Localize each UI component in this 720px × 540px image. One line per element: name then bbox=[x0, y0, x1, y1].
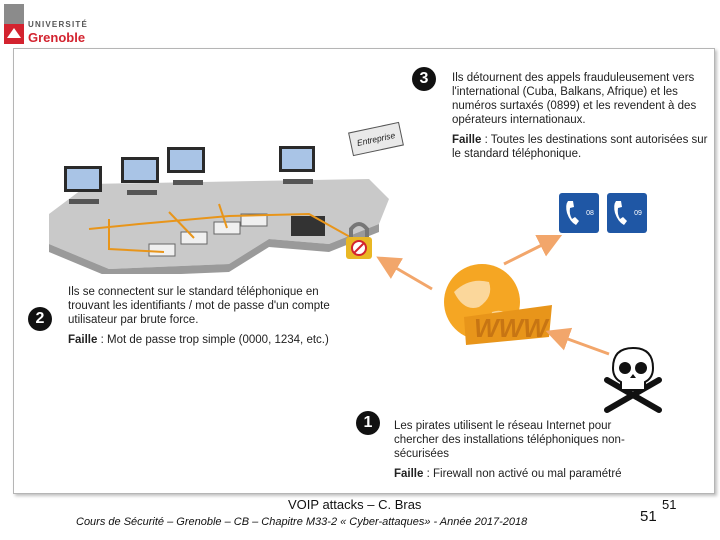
step-2-flaw: Faille : Mot de passe trop simple (0000,… bbox=[68, 333, 340, 347]
globe-www-icon: WWW bbox=[444, 264, 552, 345]
grenoble-logo-icon bbox=[4, 4, 24, 44]
logo-university-text: UNIVERSITÉ bbox=[28, 20, 89, 29]
phone-icon bbox=[614, 201, 628, 225]
logo-city-text: Grenoble bbox=[28, 30, 86, 45]
phone-icon bbox=[566, 201, 580, 225]
step-1-text-block: Les pirates utilisent le réseau Internet… bbox=[394, 419, 644, 481]
page-number-small: 51 bbox=[662, 497, 677, 512]
enterprise-network-icon bbox=[49, 146, 389, 274]
step-2-flaw-label: Faille bbox=[68, 334, 98, 346]
step-1-flaw-label: Faille bbox=[394, 468, 424, 480]
step-2-badge: 2 bbox=[28, 307, 52, 331]
step-1-description: Les pirates utilisent le réseau Internet… bbox=[394, 420, 625, 460]
step-1-flaw-text: : Firewall non activé ou mal paramétré bbox=[423, 468, 622, 480]
step-1-badge: 1 bbox=[356, 411, 380, 435]
phone-number-label: 09 bbox=[634, 209, 642, 217]
premium-phone-tile-1: 08 bbox=[559, 193, 599, 233]
footer-course: Cours de Sécurité – Grenoble – CB – Chap… bbox=[76, 516, 528, 528]
padlock-icon bbox=[346, 222, 372, 259]
skull-crossbones-icon bbox=[604, 346, 662, 413]
svg-text:WWW: WWW bbox=[474, 313, 550, 343]
step-2-flaw-text: : Mot de passe trop simple (0000, 1234, … bbox=[97, 334, 329, 346]
step-3-flaw: Faille : Toutes les destinations sont au… bbox=[452, 133, 708, 161]
step-3-flaw-label: Faille bbox=[452, 134, 482, 146]
phone-number-label: 08 bbox=[586, 209, 594, 217]
attack-arrows bbox=[376, 234, 610, 356]
page-number-large: 51 bbox=[640, 508, 657, 525]
step-3-description: Ils détournent des appels frauduleusemen… bbox=[452, 72, 697, 126]
step-2-description: Ils se connectent sur le standard téléph… bbox=[68, 286, 330, 326]
slide-panel: Entreprise WWW 08 09 bbox=[13, 48, 715, 494]
footer-title: VOIP attacks – C. Bras bbox=[288, 497, 422, 512]
step-3-badge: 3 bbox=[412, 67, 436, 91]
university-logo: UNIVERSITÉ Grenoble bbox=[4, 4, 89, 45]
step-2-text-block: Ils se connectent sur le standard téléph… bbox=[68, 285, 340, 347]
step-3-flaw-text: : Toutes les destinations sont autorisée… bbox=[452, 134, 708, 160]
premium-phone-tile-2: 09 bbox=[607, 193, 647, 233]
step-3-text-block: Ils détournent des appels frauduleusemen… bbox=[452, 71, 708, 161]
step-1-flaw: Faille : Firewall non activé ou mal para… bbox=[394, 467, 644, 481]
